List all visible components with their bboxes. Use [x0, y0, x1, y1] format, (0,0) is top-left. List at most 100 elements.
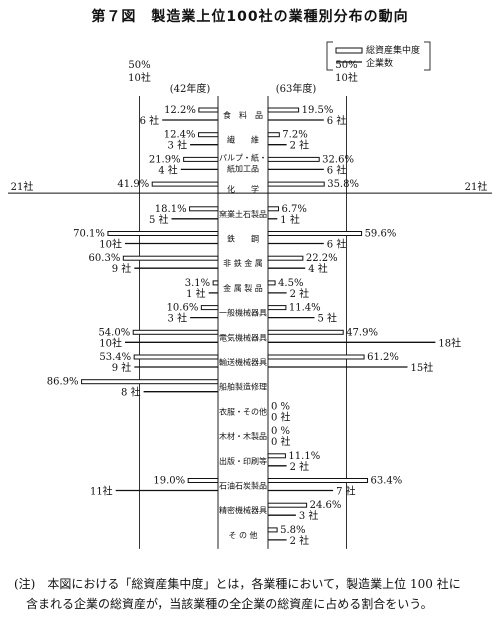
left-pct-bar — [183, 156, 219, 162]
right-count-label: 0 社 — [271, 435, 291, 448]
left-pct-label: 12.4% — [164, 130, 196, 141]
ref-cnt-label-left: 10社 — [128, 71, 151, 84]
right-count-label: 6 社 — [327, 114, 347, 127]
category-label: 木材・木製品 — [219, 431, 267, 441]
right-pct-bar — [267, 478, 369, 483]
right-pct-bar — [267, 527, 278, 533]
right-pct-label: 61.2% — [367, 352, 399, 363]
category-label-line2: 紙加工品 — [227, 163, 259, 173]
left-pct-label: 54.0% — [98, 327, 130, 338]
footnote-line-1: (注) 本図における「総資産集中度」とは，各業種において，製造業上位 100 社… — [14, 577, 461, 591]
category-label: 電気機械器具 — [219, 332, 267, 342]
category-label: 出版・印刷等 — [219, 456, 267, 466]
right-pct-label: 4.5% — [278, 278, 303, 289]
right-pct-label: 0 % — [271, 426, 290, 437]
category-label: そ の 他 — [228, 530, 257, 540]
left-count-label: 3 社 — [168, 312, 188, 325]
category-label: 衣服・その他 — [219, 406, 267, 416]
category-label: 化 学 — [227, 184, 259, 194]
right-pct-bar — [267, 255, 304, 261]
category-label: 輸送機械器具 — [219, 357, 267, 367]
right-pct-label: 24.6% — [310, 500, 342, 511]
right-pct-bar — [267, 280, 276, 286]
left-pct-bar — [212, 280, 219, 286]
right-pct-label: 7.2% — [282, 130, 307, 141]
left-count-label: 9 社 — [112, 361, 132, 374]
right-count-label: 2 社 — [290, 139, 310, 152]
right-count-label: 7 社 — [336, 485, 356, 498]
left-pct-bar — [107, 231, 219, 236]
category-label: 船舶製造修理 — [219, 382, 267, 392]
right-pct-label: 11.4% — [289, 303, 321, 314]
right-pct-bar — [267, 305, 287, 311]
category-label: 食 料 品 — [223, 110, 263, 120]
left-count-label: 8 社 — [121, 386, 141, 399]
right-pct-bar — [267, 181, 325, 187]
right-count-label: 2 社 — [290, 287, 310, 300]
right-pct-bar — [267, 132, 280, 138]
left-count-label: 1 社 — [186, 287, 206, 300]
right-pct-label: 19.5% — [302, 105, 334, 116]
category-label: 一般機械器具 — [219, 308, 267, 318]
right-count-label: 15社 — [411, 361, 434, 374]
right-pct-label: 6.7% — [282, 204, 307, 215]
left-pct-label: 21.9% — [149, 154, 181, 165]
right-pct-label: 59.6% — [365, 229, 397, 240]
left-pct-label: 3.1% — [185, 278, 210, 289]
left-pct-label: 86.9% — [47, 377, 79, 388]
ref-pct-label-right: 50% — [335, 60, 357, 71]
category-label: 石油石炭製品 — [219, 481, 267, 491]
left-pct-bar — [189, 206, 219, 212]
left-count-label: 9 社 — [112, 262, 132, 275]
count-ref-label-left: 21社 — [11, 180, 34, 193]
category-label: 鉄 鋼 — [227, 234, 259, 244]
left-pct-bar — [151, 181, 219, 187]
right-pct-bar — [267, 231, 363, 236]
legend-swatch-pct — [335, 47, 363, 54]
right-pct-label: 22.2% — [306, 253, 338, 264]
left-pct-label: 10.6% — [167, 303, 199, 314]
footnote: (注) 本図における「総資産集中度」とは，各業種において，製造業上位 100 社… — [14, 574, 490, 614]
legend-bracket-right — [424, 41, 431, 71]
right-pct-bar — [267, 329, 344, 335]
left-count-label: 11社 — [90, 485, 113, 498]
right-count-label: 2 社 — [290, 534, 310, 547]
left-count-label: 10社 — [99, 336, 122, 349]
right-pct-bar — [267, 354, 365, 360]
left-pct-bar — [187, 478, 219, 483]
left-count-label: 6 社 — [140, 114, 160, 127]
right-pct-label: 5.8% — [280, 525, 305, 536]
right-pct-bar — [267, 453, 286, 459]
right-pct-label: 0 % — [271, 401, 290, 412]
category-label: 窯業土石製品 — [219, 209, 267, 219]
right-count-label: 5 社 — [318, 312, 338, 325]
left-pct-bar — [198, 132, 219, 138]
right-count-label: 1 社 — [280, 213, 300, 226]
right-pct-bar — [267, 156, 320, 162]
legend-label-pct: 総資産集中度 — [366, 44, 420, 56]
left-pct-label: 53.4% — [99, 352, 131, 363]
left-pct-bar — [133, 354, 219, 360]
right-pct-bar — [267, 502, 308, 508]
left-count-label: 10社 — [99, 238, 122, 251]
left-pct-bar — [81, 379, 219, 385]
footnote-line-2: 含まれる企業の総資産が，当該業種の全企業の総資産に占める割合をいう。 — [26, 597, 433, 611]
right-pct-label: 47.9% — [346, 327, 378, 338]
right-count-label: 3 社 — [299, 509, 319, 522]
right-pct-bar — [267, 206, 280, 212]
right-count-label: 0 社 — [271, 410, 291, 423]
left-pct-label: 18.1% — [155, 204, 187, 215]
right-count-label: 18社 — [438, 336, 461, 349]
right-count-label: 2 社 — [290, 460, 310, 473]
left-pct-label: 12.2% — [164, 105, 196, 116]
right-count-label: 6 社 — [327, 238, 347, 251]
left-pct-label: 41.9% — [117, 179, 149, 190]
left-pct-label: 19.0% — [153, 476, 185, 487]
left-period-label: (42年度) — [170, 82, 211, 95]
right-pct-label: 11.1% — [288, 451, 320, 462]
right-period-label: (63年度) — [276, 82, 317, 95]
right-pct-label: 35.8% — [327, 179, 359, 190]
category-label: 精密機械器具 — [219, 505, 267, 515]
left-pct-label: 60.3% — [89, 253, 121, 264]
